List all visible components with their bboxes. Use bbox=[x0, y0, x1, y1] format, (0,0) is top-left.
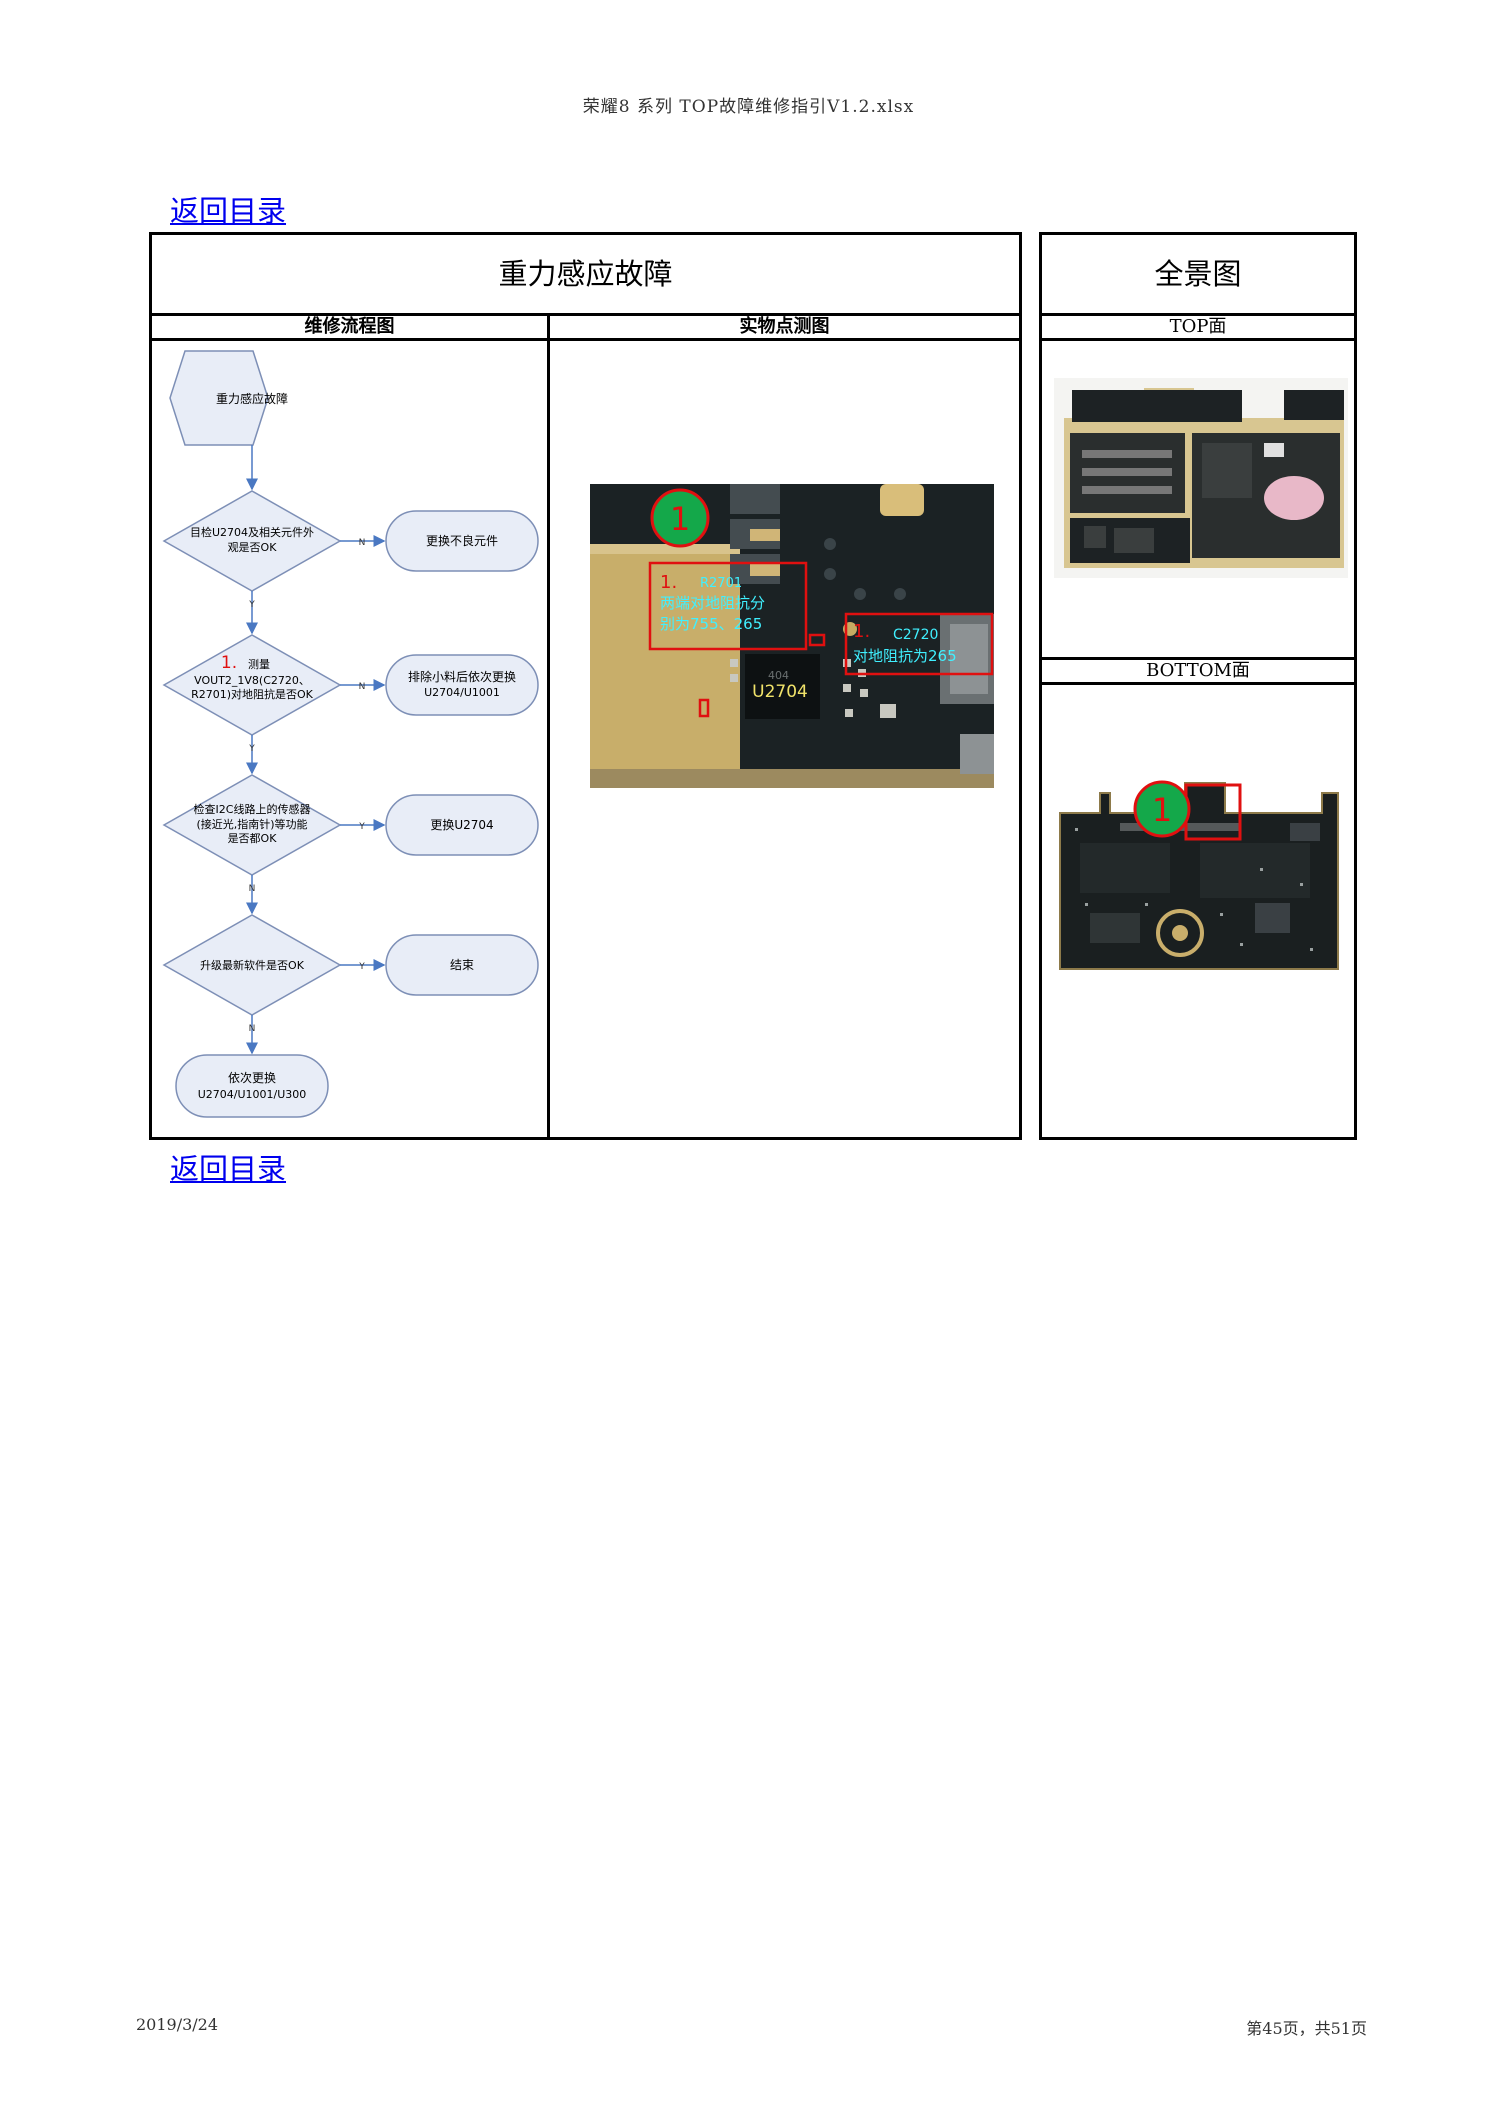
annot-box-c2720 bbox=[844, 612, 994, 676]
flowchart-header: 维修流程图 bbox=[304, 316, 395, 337]
flowchart-cell: 重力感应故障 目检U2704及相关元件外 观是否OK N 更换不良元件 Y 1.… bbox=[149, 338, 550, 1140]
d4-yes-label: Y bbox=[358, 962, 365, 972]
c-annot-num: 1. bbox=[853, 621, 870, 642]
gold-pad bbox=[880, 484, 924, 516]
document-header: 荣耀8 系列 TOP故障维修指引V1.2.xlsx bbox=[582, 97, 915, 117]
photo-header: 实物点测图 bbox=[739, 316, 830, 337]
d3-line1: 检查I2C线路上的传感器 bbox=[194, 802, 311, 816]
bottom-side-header-cell: BOTTOM面 bbox=[1039, 657, 1357, 685]
d4-yes-action: 结束 bbox=[450, 958, 474, 972]
panorama-title: 全景图 bbox=[1154, 257, 1242, 291]
d2-no-action-line1: 排除小料后依次更换 bbox=[408, 669, 516, 684]
d2-line2: VOUT2_1V8(C2720、 bbox=[194, 674, 310, 687]
d2-line3: R2701)对地阻抗是否OK bbox=[191, 687, 314, 701]
top-image-cell bbox=[1039, 338, 1357, 660]
d3-no-label: N bbox=[249, 884, 256, 894]
d3-line3: 是否都OK bbox=[228, 832, 278, 845]
start-label: 重力感应故障 bbox=[216, 391, 288, 406]
annot-box-r2701-part bbox=[698, 698, 710, 718]
footer-date: 2019/3/24 bbox=[136, 2015, 219, 2034]
back-to-contents-link-top[interactable]: 返回目录 bbox=[170, 194, 287, 228]
top-side-label: TOP面 bbox=[1169, 316, 1227, 337]
d3-yes-label: Y bbox=[358, 822, 365, 832]
r-annot-part: R2701 bbox=[700, 576, 742, 591]
marker-1 bbox=[650, 488, 710, 548]
top-board-image bbox=[1054, 378, 1348, 578]
d2-number: 1. bbox=[221, 653, 237, 673]
chip-label: U2704 bbox=[752, 682, 808, 702]
photo-header-cell: 实物点测图 bbox=[547, 313, 1022, 341]
thermal-pad bbox=[1264, 476, 1324, 520]
main-title: 重力感应故障 bbox=[498, 257, 673, 291]
r-annot-line2: 两端对地阻抗分 bbox=[660, 594, 765, 612]
start-hexagon bbox=[169, 350, 269, 446]
action-end bbox=[385, 934, 539, 996]
chip-u2704 bbox=[745, 654, 820, 719]
action-replace-u2704 bbox=[385, 794, 539, 856]
d3-line2: (接近光,指南针)等功能 bbox=[196, 817, 307, 831]
end-line2: U2704/U1001/U300 bbox=[198, 1088, 307, 1101]
svg-text:404: 404 bbox=[768, 669, 789, 682]
d1-no-label: N bbox=[359, 538, 366, 548]
action-replace-sequence bbox=[175, 1054, 329, 1118]
r-annot-num: 1. bbox=[660, 572, 677, 593]
action-replace-parts bbox=[385, 510, 539, 572]
c-annot-part: C2720 bbox=[893, 627, 938, 643]
marker-1-label: 1 bbox=[670, 500, 690, 538]
action-replace-ics bbox=[385, 654, 539, 716]
gold-shield bbox=[590, 549, 740, 788]
flowchart-header-cell: 维修流程图 bbox=[149, 313, 550, 341]
bottom-marker-label: 1 bbox=[1152, 791, 1172, 829]
bottom-board-image: 1 bbox=[1059, 780, 1339, 970]
top-side-header-cell: TOP面 bbox=[1039, 313, 1357, 341]
footer-page-number: 第45页，共51页 bbox=[1246, 2019, 1367, 2038]
annot-box-c2720-part bbox=[808, 633, 826, 647]
annot-box-r2701 bbox=[648, 561, 808, 651]
d2-no-action-line2: U2704/U1001 bbox=[424, 686, 500, 699]
d2-line1: 测量 bbox=[248, 658, 270, 671]
gold-ring bbox=[1156, 909, 1204, 957]
c-annot-line2: 对地阻抗为265 bbox=[853, 647, 957, 665]
repair-flowchart: 重力感应故障 目检U2704及相关元件外 观是否OK N 更换不良元件 Y 1.… bbox=[162, 350, 539, 1118]
d4-line1: 升级最新软件是否OK bbox=[200, 958, 305, 972]
panorama-title-cell: 全景图 bbox=[1039, 232, 1357, 316]
r-annot-line3: 别为755、265 bbox=[660, 615, 762, 633]
d2-yes-label: Y bbox=[248, 744, 255, 754]
photo-cell: 404 U2704 1 1. R2701 两端对地阻抗分 别为755、265 bbox=[547, 338, 1022, 1140]
main-title-cell: 重力感应故障 bbox=[149, 232, 1022, 316]
bottom-marker-1 bbox=[1133, 780, 1191, 838]
d2-no-label: N bbox=[359, 682, 366, 692]
bottom-image-cell: 1 bbox=[1039, 682, 1357, 1140]
d3-yes-action: 更换U2704 bbox=[430, 818, 493, 832]
d1-line2: 观是否OK bbox=[228, 541, 278, 554]
d1-line1: 目检U2704及相关元件外 bbox=[190, 525, 314, 539]
end-line1: 依次更换 bbox=[228, 1070, 276, 1085]
d1-no-action: 更换不良元件 bbox=[426, 533, 498, 548]
back-to-contents-link-bottom[interactable]: 返回目录 bbox=[170, 1152, 287, 1186]
d4-no-label: N bbox=[249, 1024, 256, 1034]
bottom-side-label: BOTTOM面 bbox=[1146, 660, 1250, 681]
d1-yes-label: Y bbox=[248, 600, 255, 610]
measurement-photo: 404 U2704 1 1. R2701 两端对地阻抗分 别为755、265 bbox=[590, 484, 994, 788]
